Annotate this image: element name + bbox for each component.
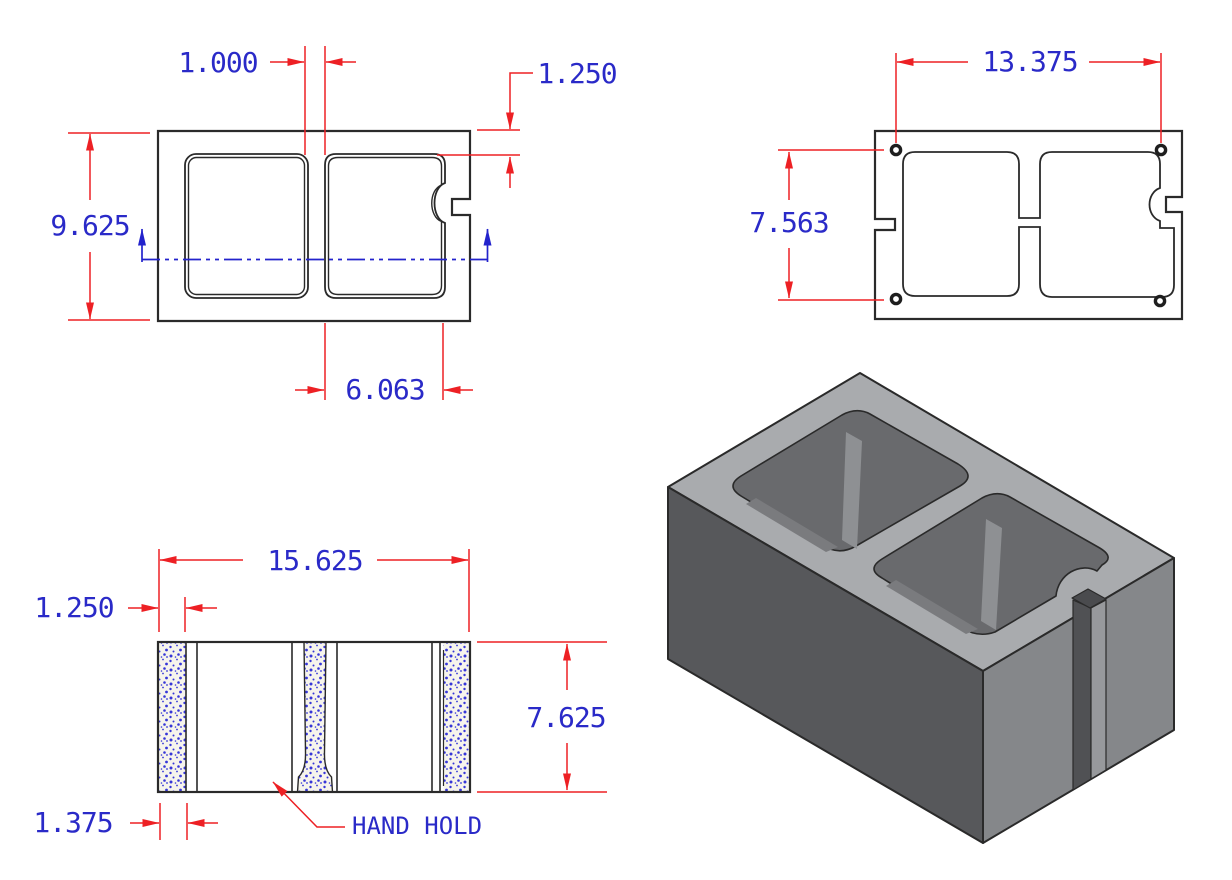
concrete-section-right-shell — [443, 643, 470, 791]
mold-pin-top-left — [889, 143, 903, 157]
hand-hold-callout: HAND HOLD — [272, 781, 482, 840]
section-dim-height: 7.625 — [526, 701, 605, 734]
iso-end-slot-tab-face — [1090, 599, 1107, 780]
concrete-section-left-shell — [159, 643, 186, 791]
mold-pin-top-right — [1154, 143, 1168, 157]
section-dimension-lines — [128, 549, 607, 840]
iso-cell-right-core-highlight — [981, 519, 1002, 630]
mold-pin-bottom-left — [889, 292, 903, 306]
bottom-dimension-lines — [778, 53, 1162, 301]
iso-cell-right — [873, 492, 1109, 636]
iso-cell-left — [732, 409, 969, 552]
bottom-outline — [873, 129, 1184, 321]
bottom-view: 13.375 7.563 — [749, 45, 1184, 321]
plan-outline — [156, 129, 472, 323]
bottom-dim-pin-span-vertical: 7.563 — [749, 206, 828, 239]
iso-cell-right-inner-wall — [886, 580, 978, 634]
section-stipple-bands — [159, 641, 470, 793]
bottom-mold-pins — [889, 143, 1168, 308]
plan-dim-core-width: 6.063 — [345, 373, 424, 406]
iso-end-slot-groove — [1072, 599, 1092, 791]
isometric-view — [667, 372, 1175, 844]
plan-dim-face-shell: 1.250 — [537, 57, 616, 90]
hand-hold-label: HAND HOLD — [352, 812, 482, 840]
section-dim-shell-bottom: 1.375 — [33, 806, 112, 839]
bottom-dim-pin-span-horizontal: 13.375 — [982, 45, 1077, 78]
front-section-view: HAND HOLD 15.625 1.250 7.625 1.375 — [33, 544, 607, 840]
section-outline — [156, 640, 472, 794]
iso-cell-left-core-highlight — [842, 432, 862, 549]
section-dim-length: 15.625 — [267, 544, 362, 577]
plan-section-cut-line — [138, 228, 492, 262]
mold-pin-bottom-right — [1153, 294, 1167, 308]
hand-hold-leader-arrow — [272, 781, 345, 828]
section-dim-shell-top: 1.250 — [34, 591, 113, 624]
iso-top-notch-opening — [1071, 588, 1107, 609]
plan-dimension-lines — [68, 46, 533, 400]
plan-dim-web-width: 1.000 — [178, 46, 257, 79]
plan-view: 1.000 1.250 9.625 6.063 — [50, 46, 618, 406]
plan-dim-depth: 9.625 — [50, 209, 129, 242]
iso-cell-left-inner-wall — [746, 498, 838, 552]
